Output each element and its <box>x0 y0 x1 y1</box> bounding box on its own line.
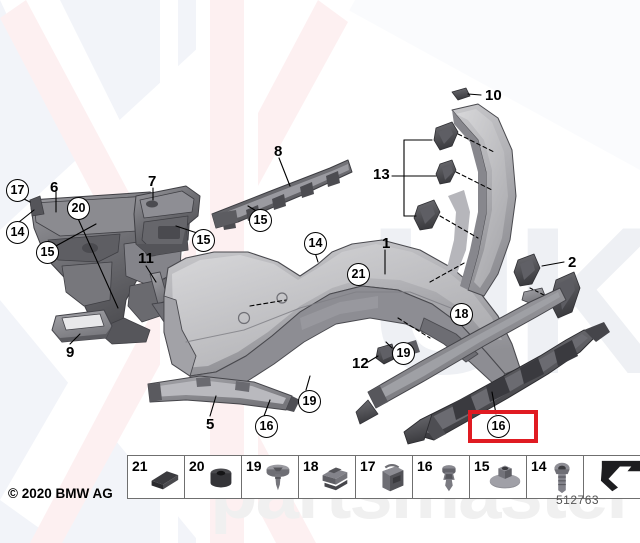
flanged-nut-icon <box>489 465 521 489</box>
callout-18: 18 <box>450 303 473 326</box>
spring-clamp-icon <box>322 467 348 491</box>
part-7-bracket <box>133 185 201 257</box>
callout-2: 2 <box>568 254 577 271</box>
part-12-clip <box>375 343 397 365</box>
part-18-trim-strip <box>355 287 567 425</box>
legend-item-20: 20 <box>185 456 242 498</box>
cage-nut-icon <box>382 463 404 492</box>
callout-10: 10 <box>485 87 502 104</box>
trim-clip-icon <box>266 464 290 491</box>
callout-9: 9 <box>66 344 75 361</box>
callout-7: 7 <box>148 173 157 190</box>
part-5-trim <box>147 375 300 412</box>
callout-15-left: 15 <box>36 241 59 264</box>
callout-15-beam: 15 <box>249 209 272 232</box>
legend-number: 16 <box>417 458 433 474</box>
part-16-diffuser <box>403 322 610 445</box>
legend-number: 14 <box>531 458 547 474</box>
legend-number: 15 <box>474 458 490 474</box>
expanding-rivet-icon <box>442 465 456 492</box>
part-2-brackets <box>513 253 581 319</box>
callout-21: 21 <box>347 263 370 286</box>
rubber-grommet-icon <box>210 468 232 488</box>
callout-1: 1 <box>382 235 391 252</box>
legend-number: 18 <box>303 458 319 474</box>
legend-item-direction <box>584 456 640 498</box>
part-8-impact-beam <box>211 159 353 230</box>
highlight-box <box>468 410 538 443</box>
callout-15-bracket7: 15 <box>192 229 215 252</box>
callout-20: 20 <box>67 197 90 220</box>
torx-screw-icon <box>554 462 570 494</box>
direction-arrow-icon <box>600 460 640 492</box>
callout-19-lower: 19 <box>298 390 321 413</box>
legend-number: 21 <box>132 458 148 474</box>
part-right-corner <box>446 103 517 297</box>
legend-number: 20 <box>189 458 205 474</box>
callout-17-circle: 17 <box>6 179 29 202</box>
callout-12: 12 <box>352 355 369 372</box>
copyright-notice: © 2020 BMW AG <box>8 486 113 501</box>
callout-6: 6 <box>50 179 59 196</box>
legend-item-21: 21 <box>128 456 185 498</box>
legend-item-17: 17 <box>356 456 413 498</box>
fastener-legend: 21 20 19 <box>127 455 640 499</box>
legend-item-15: 15 <box>470 456 527 498</box>
legend-item-14: 14 <box>527 456 584 498</box>
legend-item-19: 19 <box>242 456 299 498</box>
part-9-bracket <box>51 309 113 343</box>
callout-19-clip: 19 <box>392 342 415 365</box>
callout-14-bumper: 14 <box>304 232 327 255</box>
callout-13: 13 <box>373 166 390 183</box>
callout-16-trim: 16 <box>255 415 278 438</box>
part-13-brackets <box>413 121 459 231</box>
diagram-part-number: 512763 <box>556 493 600 507</box>
legend-number: 17 <box>360 458 376 474</box>
callout-11: 11 <box>138 250 154 267</box>
callout-14-left: 14 <box>6 221 29 244</box>
callout-5: 5 <box>206 416 215 433</box>
part-10-clip <box>451 87 471 101</box>
legend-number: 19 <box>246 458 262 474</box>
legend-item-16: 16 <box>413 456 470 498</box>
callout-8: 8 <box>274 143 283 160</box>
legend-item-18: 18 <box>299 456 356 498</box>
callout-16-diffuser: 16 <box>487 415 510 438</box>
rubber-pad-icon <box>151 471 179 490</box>
